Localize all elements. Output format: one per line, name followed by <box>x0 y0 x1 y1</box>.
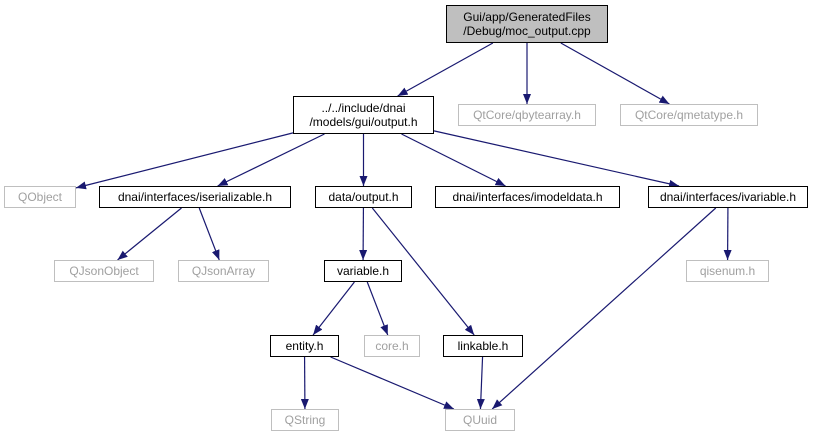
node-qobject[interactable]: QObject <box>4 186 76 208</box>
node-data-output-h[interactable]: data/output.h <box>315 186 412 208</box>
node-qisenum-h[interactable]: qisenum.h <box>686 260 769 282</box>
edge-moc_output-to-output_h <box>397 42 494 97</box>
edge-output_h-to-ivariable <box>433 130 680 188</box>
node-moc-output-cpp[interactable]: Gui/app/GeneratedFiles/Debug/moc_output.… <box>446 5 608 43</box>
node-qjsonarray[interactable]: QJsonArray <box>178 260 269 282</box>
edge-iserializable-to-qjsonarray <box>198 207 220 261</box>
edge-ivariable-to-quuid <box>491 207 717 410</box>
node-iserializable-h[interactable]: dnai/interfaces/iserializable.h <box>99 186 291 208</box>
node-qmetatype-h[interactable]: QtCore/qmetatype.h <box>620 104 758 126</box>
node-imodeldata-h[interactable]: dnai/interfaces/imodeldata.h <box>435 186 620 208</box>
edge-linkable-to-quuid <box>476 356 485 410</box>
node-quuid[interactable]: QUuid <box>445 409 515 431</box>
node-entity-h[interactable]: entity.h <box>270 335 339 357</box>
node-core-h[interactable]: core.h <box>364 335 420 357</box>
edge-iserializable-to-qjsonobject <box>117 207 182 261</box>
node-qbytearray-h[interactable]: QtCore/qbytearray.h <box>458 104 596 126</box>
edge-output_h-to-imodeldata <box>401 133 506 187</box>
edge-variable-to-entity <box>312 281 355 336</box>
edge-moc_output-to-qmetatype <box>560 42 670 105</box>
node-qstring[interactable]: QString <box>271 409 339 431</box>
edge-entity-to-quuid <box>330 356 455 410</box>
node-variable-h[interactable]: variable.h <box>324 260 402 282</box>
node-ivariable-h[interactable]: dnai/interfaces/ivariable.h <box>648 186 808 208</box>
node-qjsonobject[interactable]: QJsonObject <box>54 260 154 282</box>
node-output-h[interactable]: ../../include/dnai/models/gui/output.h <box>293 96 434 134</box>
edge-data_output-to-linkable <box>371 207 475 336</box>
edge-output_h-to-qobject <box>75 132 294 190</box>
edge-variable-to-core <box>366 281 389 336</box>
node-linkable-h[interactable]: linkable.h <box>443 335 523 357</box>
edge-output_h-to-iserializable <box>217 133 325 187</box>
